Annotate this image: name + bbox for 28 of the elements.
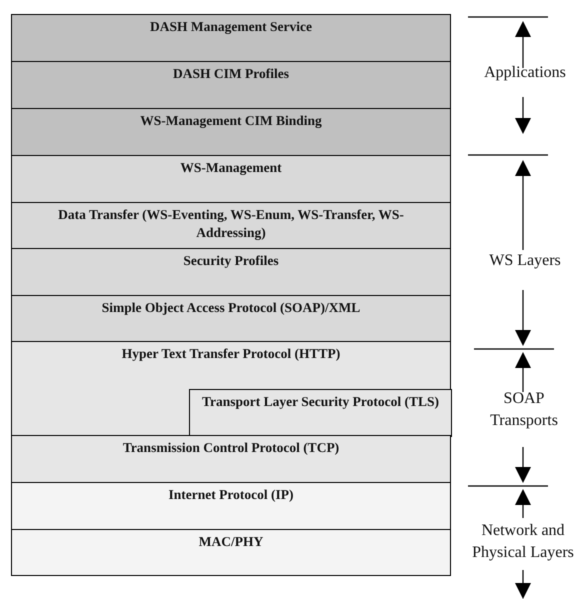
layer-box <box>11 61 451 109</box>
layer-name: MAC/PHY <box>198 533 264 551</box>
layer-box <box>11 435 451 483</box>
layer-name: DASH Management Service <box>149 18 313 36</box>
layer-box <box>11 155 451 203</box>
layer-name: Security Profiles <box>182 252 280 270</box>
range-label: WS Layers <box>488 251 562 271</box>
layer-box <box>11 202 451 249</box>
layer-box <box>11 482 451 530</box>
layer-box <box>11 248 451 296</box>
range-label: SOAP Transports <box>489 389 559 431</box>
layer-box <box>11 529 451 576</box>
layer-name: Hyper Text Transfer Protocol (HTTP) <box>120 345 342 363</box>
range-label: Applications <box>483 63 567 83</box>
range-label: Network and Physical Layers <box>471 521 575 563</box>
layer-name: WS-Management <box>179 159 283 177</box>
layer-name: Data Transfer (WS-Eventing, WS-Enum, WS-Transfer, WS-Addressing) <box>57 206 405 242</box>
layer-name: Simple Object Access Protocol (SOAP)/XML <box>100 299 362 317</box>
layer-box <box>11 108 451 156</box>
layer-name: Transport Layer Security Protocol (TLS) <box>201 393 440 411</box>
layer-box <box>11 14 451 62</box>
layer-box <box>11 295 451 342</box>
layer-name: WS-Management CIM Binding <box>139 112 323 130</box>
layer-name: Transmission Control Protocol (TCP) <box>122 439 340 457</box>
layer-box <box>11 341 451 436</box>
layer-name: DASH CIM Profiles <box>172 65 290 83</box>
layer-name: Internet Protocol (IP) <box>168 486 294 504</box>
layer-box <box>189 389 452 437</box>
